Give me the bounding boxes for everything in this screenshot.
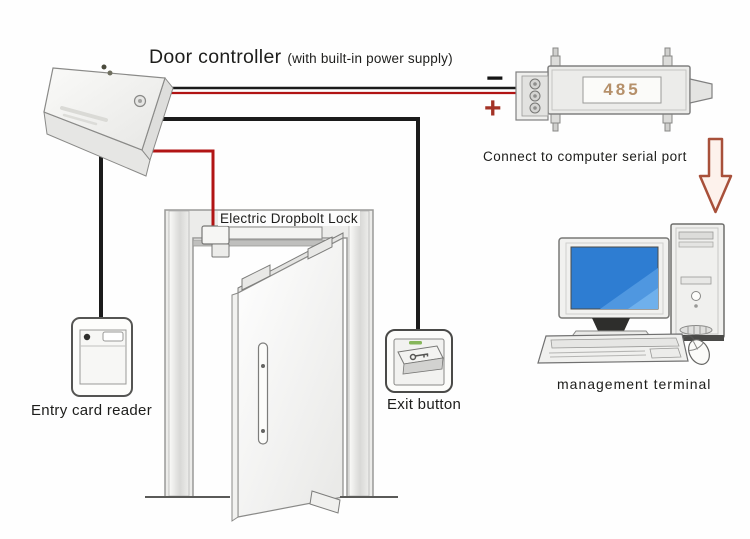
dropbolt-lock-annotation: Electric Dropbolt Lock — [218, 211, 360, 226]
down-arrow-icon — [698, 137, 733, 214]
converter-body-inset — [551, 69, 687, 111]
exit-led-icon — [409, 341, 422, 345]
converter-db9-connector — [689, 78, 713, 104]
lock-bolt-body — [201, 225, 230, 245]
title-door-controller: Door controller — [149, 46, 282, 68]
tower-vent-grille — [679, 325, 713, 335]
controller-watermark — [60, 106, 108, 126]
converter-label-plate — [582, 76, 662, 104]
rs485-converter-icon — [515, 47, 713, 132]
controller-led-icon-1 — [101, 64, 107, 70]
tower-power-button — [691, 291, 701, 301]
entry-card-reader-annotation: Entry card reader — [31, 402, 152, 419]
desktop-computer-icon — [537, 223, 725, 365]
reader-led-icon — [83, 333, 91, 341]
wiring — [99, 86, 518, 332]
tower-bottom-bar — [671, 335, 724, 341]
tower-reset-dot — [694, 304, 698, 308]
door-handle — [257, 342, 269, 445]
keyboard-key-rows — [548, 350, 647, 358]
mouse-cable — [682, 334, 695, 341]
tower-drive-slot-1 — [678, 231, 714, 240]
dropbolt-lock-icon — [201, 222, 323, 258]
monitor-bezel — [565, 242, 664, 315]
minus-terminal-label: − — [486, 62, 504, 95]
tower-vent-lines — [687, 325, 707, 335]
controller-lid — [43, 67, 166, 151]
serial-port-annotation: Connect to computer serial port — [483, 149, 687, 164]
management-terminal-annotation: management terminal — [557, 376, 712, 392]
card-reader-icon — [71, 317, 133, 397]
plus-terminal-label: + — [484, 92, 502, 125]
keyboard-key-field — [550, 337, 680, 349]
controller-led-icon-2 — [107, 70, 113, 76]
lock-bolt-tab — [211, 243, 230, 258]
door-leaf-front-edge — [231, 292, 239, 522]
converter-corner-screws — [550, 47, 673, 132]
door-bottom-patch-fitting — [309, 490, 341, 514]
exit-key-glyph-icon — [409, 353, 429, 361]
door-frame-left-jamb — [168, 210, 190, 497]
wire-exit-button — [155, 117, 420, 332]
wire-dropbolt-red — [140, 149, 215, 230]
door-controller-box-icon — [43, 64, 174, 177]
lock-housing-plate — [227, 226, 323, 240]
exit-button-icon — [385, 329, 453, 393]
door-hinge-clamp-1 — [241, 264, 271, 291]
terminal-screws — [529, 78, 541, 114]
monitor-stand-neck — [592, 318, 630, 331]
exit-button-annotation: Exit button — [387, 396, 462, 413]
controller-keylock-dot — [138, 99, 142, 103]
reader-slot — [102, 331, 124, 342]
converter-485-label: 485 — [603, 80, 641, 99]
diagram-title: Door controller (with built-in power sup… — [149, 46, 453, 69]
handle-screw-bottom — [261, 429, 265, 433]
handle-screw-top — [261, 364, 265, 368]
door-hinge-clamp-2 — [307, 236, 333, 260]
title-power-supply-note: (with built-in power supply) — [287, 51, 453, 66]
tower-floppy-slot — [680, 276, 712, 285]
exit-push-button-front — [402, 357, 444, 375]
screen-sheen-2 — [628, 288, 658, 309]
keyboard-numpad — [649, 347, 682, 359]
door-icon — [145, 209, 398, 522]
door-frame-right-jamb — [348, 210, 370, 497]
mouse-icon — [688, 339, 710, 365]
tower-drive-slot-2 — [678, 241, 714, 248]
